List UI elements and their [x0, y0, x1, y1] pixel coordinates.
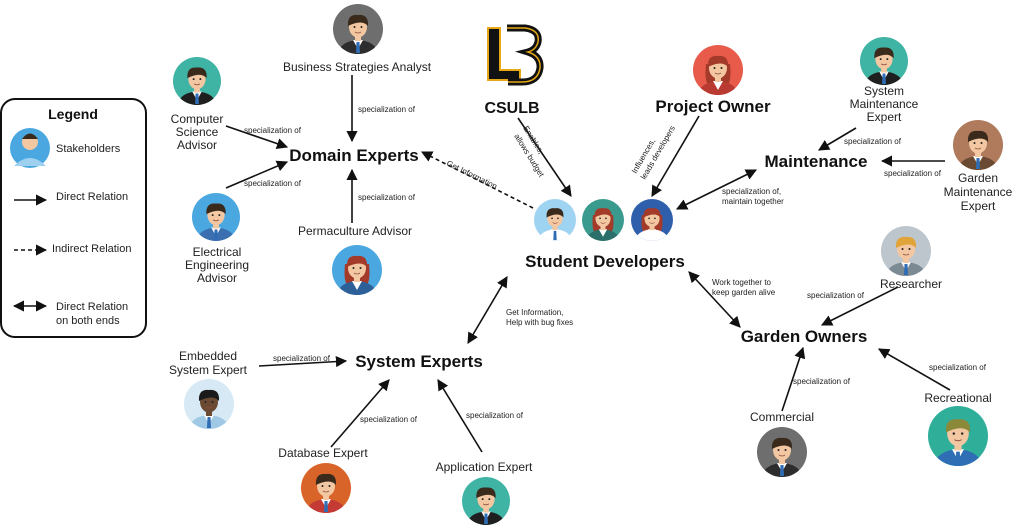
label-database: Database Expert — [278, 446, 368, 460]
label-cs-advisor-2: Science — [176, 125, 219, 139]
edge-label-app: specialization of — [466, 411, 524, 420]
legend-indirect-label: Indirect Relation — [52, 243, 132, 255]
avatar-commercial — [757, 427, 807, 477]
avatar-dev-1 — [534, 199, 576, 241]
avatar-dev-3 — [631, 199, 673, 241]
label-application: Application Expert — [436, 460, 533, 474]
edges — [225, 75, 951, 453]
avatar-database — [301, 463, 351, 513]
hub-garden-owners: Garden Owners — [741, 327, 868, 346]
label-embedded-2: System Expert — [169, 363, 248, 377]
label-business-analyst: Business Strategies Analyst — [283, 60, 432, 74]
label-commercial: Commercial — [750, 410, 814, 424]
edge-owner-dev — [651, 115, 700, 197]
edge-label-cs: specialization of — [244, 126, 302, 135]
hub-domain-experts: Domain Experts — [289, 146, 418, 165]
label-gardenmaint-1: Garden — [958, 171, 998, 185]
avatars — [173, 4, 1003, 525]
label-cs-advisor-1: Computer — [171, 112, 224, 126]
label-gardenmaint-2: Maintenance — [944, 185, 1013, 199]
avatar-business-analyst — [333, 4, 383, 54]
edge-label-work-2: keep garden alive — [712, 288, 776, 297]
avatar-embedded — [184, 379, 234, 429]
avatar-researcher — [881, 226, 931, 276]
hub-student-developers: Student Developers — [525, 252, 685, 271]
legend-both-label-1: Direct Relation — [56, 301, 128, 313]
edge-label-help-1: Get Information, — [506, 308, 563, 317]
edge-label-work-1: Work together to — [712, 278, 772, 287]
label-ee-advisor-3: Advisor — [197, 271, 237, 285]
edge-csulb-dev — [517, 117, 572, 197]
avatar-ee-advisor — [192, 193, 240, 241]
edge-commercial-owners — [781, 346, 806, 412]
label-researcher: Researcher — [880, 277, 942, 291]
edge-label-recreational: specialization of — [929, 363, 987, 372]
label-permaculture: Permaculture Advisor — [298, 224, 412, 238]
avatar-permaculture — [332, 245, 382, 295]
legend-title: Legend — [48, 106, 98, 122]
avatar-application — [462, 477, 510, 525]
edge-dev-owners — [688, 271, 741, 328]
edge-label-maintain-1: specialization of, — [722, 187, 781, 196]
edge-dev-sysexp — [467, 276, 508, 344]
label-embedded-1: Embedded — [179, 349, 237, 363]
avatar-project-owner — [693, 45, 743, 95]
label-gardenmaint-3: Expert — [961, 199, 996, 213]
edge-recreational-owners — [878, 348, 951, 391]
hub-project-owner: Project Owner — [655, 97, 771, 116]
edge-label-sysmaint: specialization of — [844, 137, 902, 146]
hub-csulb: CSULB — [484, 100, 539, 117]
avatar-cs-advisor — [173, 57, 221, 105]
edge-cs-domain — [225, 125, 289, 150]
legend-direct-label: Direct Relation — [56, 191, 128, 203]
edge-maint-dev — [675, 169, 758, 210]
edge-app-sysexp — [437, 379, 483, 453]
avatar-garden-maint — [953, 120, 1003, 170]
edge-ee-domain — [225, 160, 289, 189]
legend-both-label-2: on both ends — [56, 315, 120, 327]
avatar-recreational — [928, 406, 988, 466]
label-ee-advisor-2: Engineering — [185, 258, 249, 272]
edge-label-db: specialization of — [360, 415, 418, 424]
hub-maintenance: Maintenance — [765, 152, 868, 171]
edge-embedded-sysexp — [258, 355, 348, 368]
label-cs-advisor-3: Advisor — [177, 138, 217, 152]
label-sysmaint-2: Maintenance — [850, 97, 919, 111]
legend: Legend Stakeholders Direct Relation Indi… — [0, 98, 147, 338]
edge-sysmaint-maint — [818, 127, 857, 151]
edge-label-analyst: specialization of — [358, 105, 416, 114]
edge-label-perma: specialization of — [358, 193, 416, 202]
edge-label-embedded: specialization of — [273, 354, 331, 363]
edge-label-help-2: Help with bug fixes — [506, 318, 573, 327]
role-labels: Business Strategies Analyst Computer Sci… — [169, 60, 1013, 474]
edge-label-commercial: specialization of — [793, 377, 851, 386]
legend-stakeholders-label: Stakeholders — [56, 143, 121, 155]
avatar-dev-2 — [582, 199, 624, 241]
hub-system-experts: System Experts — [355, 352, 483, 371]
label-recreational: Recreational — [924, 391, 991, 405]
legend-stakeholder-icon — [10, 128, 50, 168]
label-sysmaint-3: Expert — [867, 110, 902, 124]
edge-label-researcher: specialization of — [807, 291, 865, 300]
csulb-logo — [487, 24, 544, 86]
hub-labels: Domain Experts System Experts Student De… — [289, 97, 867, 371]
edge-label-get-info: Get Information — [445, 159, 499, 191]
edge-db-sysexp — [330, 379, 390, 448]
avatar-sys-maint — [860, 37, 908, 85]
edge-label-gardenmaint: specialization of — [884, 169, 942, 178]
label-sysmaint-1: System — [864, 84, 904, 98]
edge-label-ee: specialization of — [244, 179, 302, 188]
edge-label-maintain-2: maintain together — [722, 197, 784, 206]
edge-researcher-owners — [820, 286, 899, 326]
label-ee-advisor-1: Electrical — [193, 245, 242, 259]
